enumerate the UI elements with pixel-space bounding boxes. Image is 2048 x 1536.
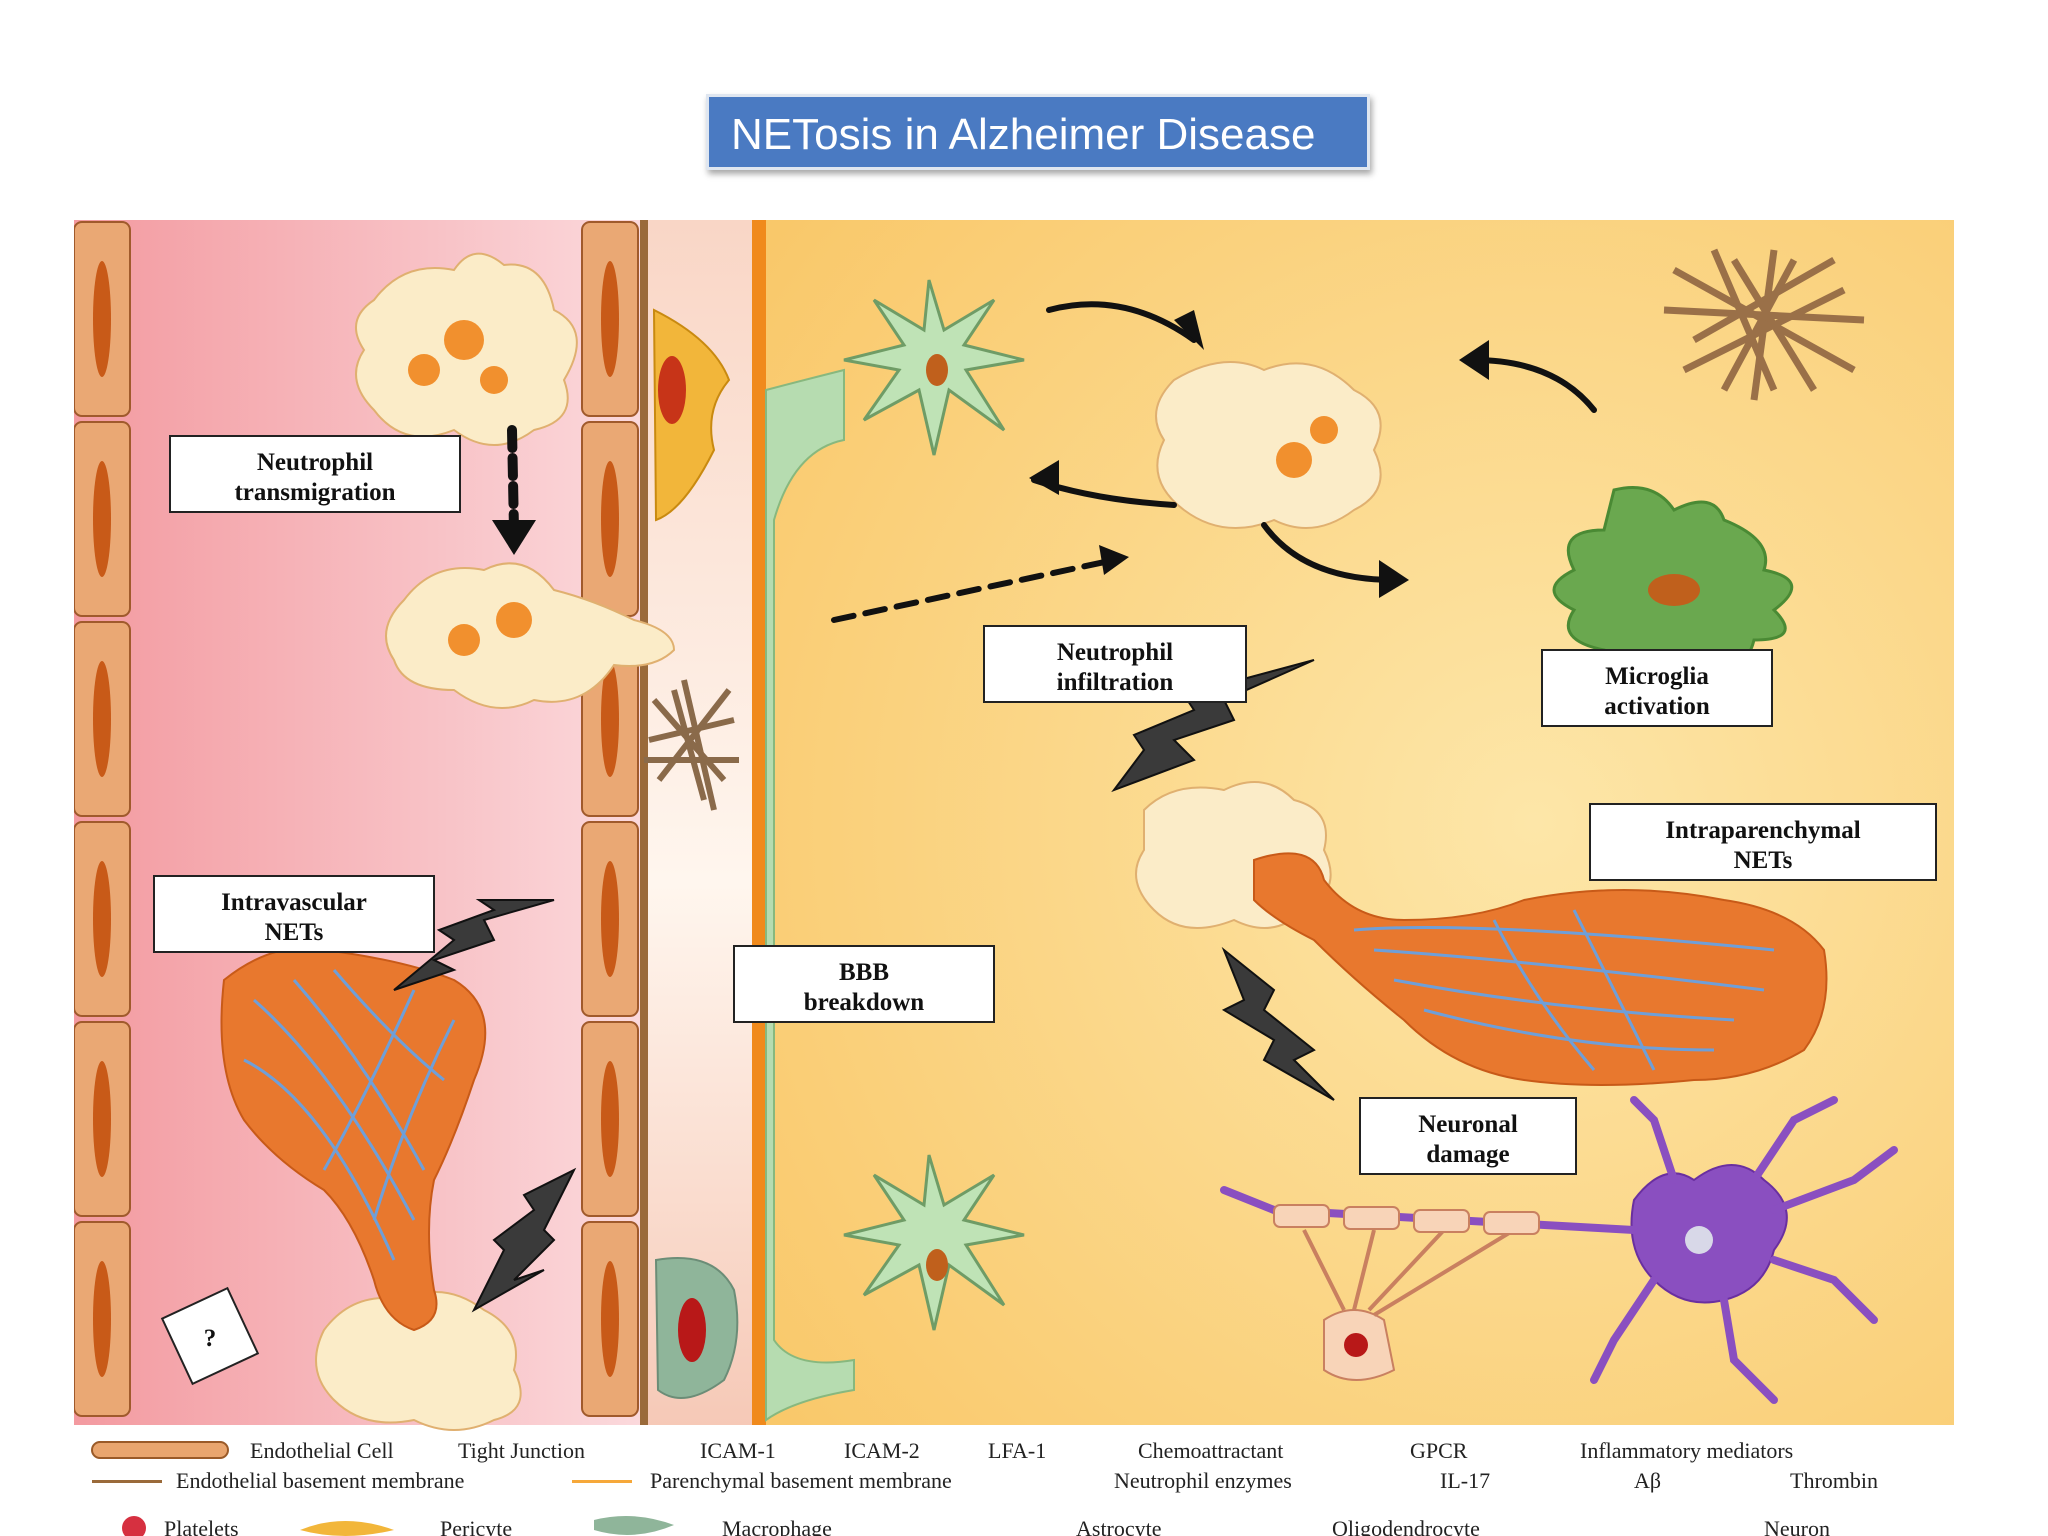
label-intraparenchymal-nets: Intraparenchymal NETs xyxy=(1589,803,1937,881)
label-neutrophil-infiltration: Neutrophil infiltration xyxy=(983,625,1247,703)
astrocyte-bottom xyxy=(843,1154,1025,1331)
svg-text:Parenchymal basement membrane: Parenchymal basement membrane xyxy=(650,1468,952,1493)
endothelial-nucleus xyxy=(601,861,619,977)
label-intravascular-nets: Intravascular NETs xyxy=(153,875,435,953)
svg-text:Oligodendrocyte: Oligodendrocyte xyxy=(1332,1516,1480,1536)
svg-text:Neutrophil: Neutrophil xyxy=(1057,639,1173,666)
flow-arrows xyxy=(507,301,1597,623)
svg-text:Astrocyte: Astrocyte xyxy=(1076,1516,1162,1536)
svg-text:Tight Junction: Tight Junction xyxy=(458,1438,585,1463)
svg-text:Neuronal: Neuronal xyxy=(1418,1111,1518,1138)
transmigration-dashed-arrow xyxy=(507,425,519,535)
endothelial-nucleus xyxy=(601,661,619,777)
endothelial-nucleus xyxy=(93,1261,111,1377)
svg-text:transmigration: transmigration xyxy=(234,479,395,506)
svg-text:Microglia: Microglia xyxy=(1605,663,1709,690)
endothelial-nucleus xyxy=(93,1061,111,1177)
arrow-heads xyxy=(492,310,1489,598)
astrocyte-process xyxy=(765,368,855,1422)
label-unknown-mark: ? xyxy=(160,1286,260,1386)
svg-text:Neutrophil enzymes: Neutrophil enzymes xyxy=(1114,1468,1292,1493)
svg-text:Pericyte: Pericyte xyxy=(440,1516,512,1536)
svg-text:Inflammatory mediators: Inflammatory mediators xyxy=(1580,1438,1793,1463)
neutrophil-infiltrating xyxy=(1155,361,1382,529)
svg-text:Endothelial Cell: Endothelial Cell xyxy=(250,1438,394,1463)
astrocyte-top xyxy=(843,279,1025,456)
svg-text:IL-17: IL-17 xyxy=(1440,1468,1490,1493)
endothelial-cells-left xyxy=(74,221,131,1417)
svg-text:GPCR: GPCR xyxy=(1410,1438,1468,1463)
label-neutrophil-transmigration: Neutrophil transmigration xyxy=(169,435,461,513)
svg-text:LFA-1: LFA-1 xyxy=(988,1438,1046,1463)
svg-text:Thrombin: Thrombin xyxy=(1790,1468,1878,1493)
intravascular-net xyxy=(220,947,487,1332)
neutrophil-transmigrating-top xyxy=(355,252,578,446)
neutrophil-transmigrating-mid xyxy=(385,562,676,709)
svg-text:ICAM-1: ICAM-1 xyxy=(700,1438,776,1463)
endothelial-nucleus xyxy=(93,261,111,377)
oligodendrocyte xyxy=(1273,1204,1540,1381)
amyloid-plaque-perivascular xyxy=(644,679,739,811)
endothelial-nucleus xyxy=(93,861,111,977)
svg-text:Intravascular: Intravascular xyxy=(221,889,367,916)
svg-text:?: ? xyxy=(204,1325,217,1352)
legend: Endothelial Cell Tight Junction ICAM-1 I… xyxy=(91,1438,1878,1536)
endothelial-nucleus xyxy=(601,261,619,377)
endothelial-nucleus xyxy=(93,461,111,577)
svg-text:damage: damage xyxy=(1426,1141,1509,1168)
svg-text:breakdown: breakdown xyxy=(804,989,925,1016)
label-microglia-activation: Microglia activation xyxy=(1541,649,1773,727)
svg-text:activation: activation xyxy=(1604,693,1710,720)
slide-title: NETosis in Alzheimer Disease xyxy=(706,94,1370,170)
svg-text:Intraparenchymal: Intraparenchymal xyxy=(1665,817,1860,844)
endothelial-nucleus xyxy=(601,1261,619,1377)
endothelial-basement-membrane xyxy=(640,220,648,1425)
label-bbb-breakdown: BBB breakdown xyxy=(733,945,995,1023)
svg-text:BBB: BBB xyxy=(839,959,889,986)
svg-text:ICAM-2: ICAM-2 xyxy=(844,1438,920,1463)
svg-text:Neuron: Neuron xyxy=(1764,1516,1830,1536)
microglia xyxy=(1552,486,1794,685)
svg-text:Endothelial basement membrane: Endothelial basement membrane xyxy=(176,1468,464,1493)
label-neuronal-damage: Neuronal damage xyxy=(1359,1097,1577,1175)
svg-text:Neutrophil: Neutrophil xyxy=(257,449,373,476)
endothelial-nucleus xyxy=(93,661,111,777)
svg-text:Chemoattractant: Chemoattractant xyxy=(1138,1438,1283,1463)
pericyte-nucleus xyxy=(658,356,686,424)
neuron xyxy=(1220,1096,1898,1404)
svg-text:NETs: NETs xyxy=(1734,847,1793,874)
parenchymal-basement-membrane xyxy=(752,220,766,1425)
svg-text:Aβ: Aβ xyxy=(1634,1468,1661,1493)
damage-lightning-bolts xyxy=(393,659,1335,1313)
svg-text:Macrophage: Macrophage xyxy=(722,1516,832,1536)
endothelial-nucleus xyxy=(601,461,619,577)
infiltration-dashed-arrow xyxy=(831,557,1117,623)
svg-text:NETs: NETs xyxy=(265,919,324,946)
netosis-diagram: Neutrophil transmigration Intravascular … xyxy=(74,220,1954,1536)
macrophage-nucleus xyxy=(678,1298,706,1362)
amyloid-plaque xyxy=(1663,248,1865,401)
svg-text:infiltration: infiltration xyxy=(1057,669,1174,696)
endothelial-nucleus xyxy=(601,1061,619,1177)
intravascular-net-strands xyxy=(243,969,456,1261)
intraparenchymal-net xyxy=(1253,852,1828,1086)
intraparenchymal-net-strands xyxy=(1353,909,1775,1071)
svg-text:Platelets: Platelets xyxy=(164,1516,239,1536)
